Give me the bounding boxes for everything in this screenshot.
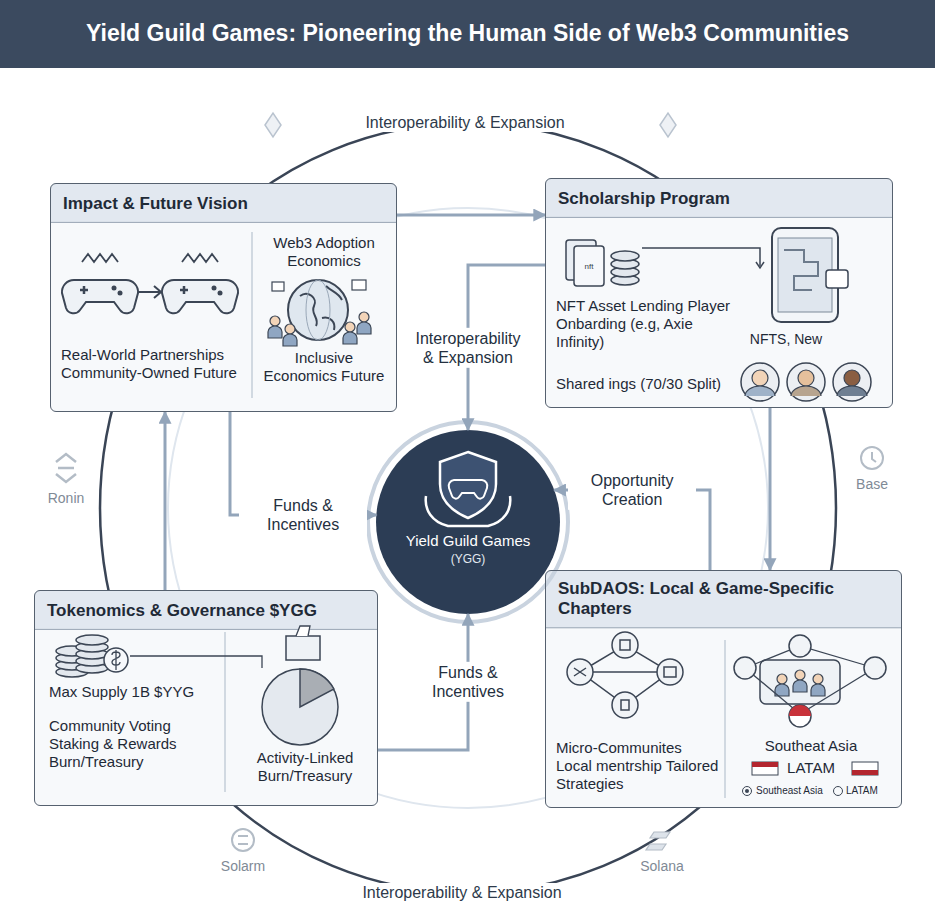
panel-text: Max Supply 1B $YYG xyxy=(49,683,229,701)
panel-header-rule xyxy=(50,222,397,223)
chain-label: Solana xyxy=(640,858,684,875)
panel-text: Micro-Communites Local mentrship Tailore… xyxy=(556,739,721,793)
section-panel: Scholarship ProgramNFT Asset Lending Pla… xyxy=(545,178,893,408)
flow-arrow xyxy=(769,408,772,570)
panel-header-band xyxy=(545,178,893,217)
panel-text: Yield Guild Games xyxy=(376,532,560,550)
hub-circle: Yield Guild Games (YGG) xyxy=(376,430,560,614)
panel-header-rule xyxy=(545,217,893,218)
section-panel: SubDAOS: Local & Game-Specific ChaptersM… xyxy=(545,570,902,808)
flow-arrow xyxy=(397,214,545,217)
panel-header-rule xyxy=(545,627,902,628)
panel-text: Inclusive Economics Future xyxy=(259,349,389,385)
panel-fill xyxy=(50,183,397,412)
title-bar: Yield Guild Games: Pioneering the Human … xyxy=(0,0,935,68)
connector-label: Opportunity Creation xyxy=(568,470,696,510)
ring-label: Interoperability & Expansion xyxy=(357,883,566,902)
panel-text: NFTS, New xyxy=(736,331,836,348)
panel-text: Activity-Linked Burn/Treasury xyxy=(240,749,370,785)
panel-fill xyxy=(34,590,378,806)
panel-heading: Scholarship Program xyxy=(558,189,878,209)
ring-label: Interoperability & Expansion xyxy=(360,113,569,132)
panel-text: (YGG) xyxy=(376,552,560,566)
connector-label: Funds & Incentives xyxy=(239,495,367,535)
panel-text: Community Voting Staking & Rewards Burn/… xyxy=(49,717,219,771)
panel-header-rule xyxy=(34,629,378,630)
panel-fill xyxy=(545,178,893,408)
panel-text: LATAM xyxy=(846,785,896,797)
panel-text: Web3 Adoption Economics xyxy=(259,234,389,270)
panel-text: Shared ings (70/30 Split) xyxy=(556,375,736,393)
panel-text: LATAM xyxy=(736,759,886,777)
panel-header-band xyxy=(50,183,397,222)
panel-header-band xyxy=(545,570,902,628)
title-text: Yield Guild Games: Pioneering the Human … xyxy=(0,0,935,47)
chain-label: Base xyxy=(856,476,888,493)
panel-heading: SubDAOS: Local & Game-Specific Chapters xyxy=(558,579,858,620)
panel-fill xyxy=(545,570,902,808)
panel-text: Southeast Asia xyxy=(756,785,841,797)
panel-heading: Tokenomics & Governance $YGG xyxy=(47,601,367,621)
panel-text: Southeat Asia xyxy=(736,737,886,755)
panel-text: NFT Asset Lending Player Onbarding (e.g,… xyxy=(556,297,731,351)
section-panel: Tokenomics & Governance $YGG Max Supply 1… xyxy=(34,590,378,806)
section-panel: Impact & Future VisionWeb3 Adoption Econ… xyxy=(50,183,397,412)
panel-text: Real-World Partnerships Community-Owned … xyxy=(61,346,246,382)
connector-label: Interoperability & Expansion xyxy=(404,327,532,367)
card-label: nft xyxy=(585,262,594,272)
connector-label: Funds & Incentives xyxy=(404,662,532,702)
flow-arrow xyxy=(164,412,167,590)
chain-label: Solarm xyxy=(221,858,265,875)
chain-label: Ronin xyxy=(48,490,85,507)
panel-heading: Impact & Future Vision xyxy=(63,194,383,214)
panel-header-band xyxy=(34,590,378,629)
